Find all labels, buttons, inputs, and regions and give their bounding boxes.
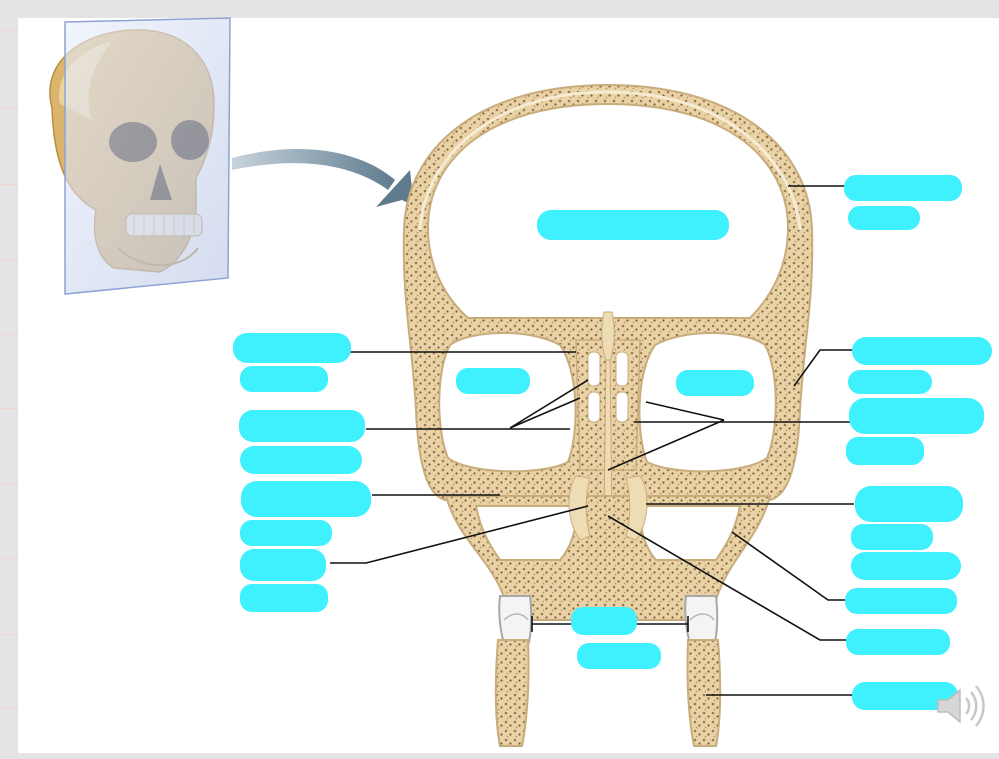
redaction-mark (241, 481, 371, 517)
redaction-mark (240, 549, 326, 581)
redaction-mark (676, 370, 754, 396)
leader-line (607, 515, 850, 641)
redaction-mark (571, 607, 637, 635)
redaction-mark (852, 682, 958, 710)
redaction-mark (848, 206, 920, 230)
redaction-mark (233, 333, 351, 363)
redaction-mark (848, 370, 932, 394)
redaction-mark (240, 446, 362, 474)
redaction-mark (851, 552, 961, 580)
right-orbit (638, 332, 777, 473)
right-mandible (686, 639, 722, 747)
maxilla-nasal-cavity (444, 475, 772, 621)
redaction-mark (855, 486, 963, 522)
redaction-mark (577, 643, 661, 669)
left-mandible (494, 639, 530, 747)
leader-line (731, 531, 852, 601)
ethmoid-region (575, 311, 641, 521)
redaction-mark (852, 337, 992, 365)
redaction-mark (240, 584, 328, 612)
redaction-mark (851, 524, 933, 550)
leader-line (793, 349, 854, 387)
redaction-mark (240, 520, 332, 546)
speaker-icon[interactable] (928, 676, 988, 736)
redaction-mark (240, 366, 328, 392)
redaction-mark (846, 437, 924, 465)
redaction-mark (537, 210, 729, 240)
left-orbit (438, 332, 577, 473)
redaction-mark (849, 398, 984, 434)
redaction-mark (239, 410, 365, 442)
leader-lines (330, 185, 858, 696)
leader-line (509, 379, 589, 429)
coronal-plane-panel (64, 17, 231, 295)
redaction-mark (456, 368, 530, 394)
curved-arrow-icon (232, 149, 414, 207)
leader-line (330, 505, 589, 564)
redaction-mark (846, 629, 950, 655)
redacted-labels (233, 175, 992, 710)
redaction-mark (844, 175, 962, 201)
leader-line (607, 401, 725, 471)
redaction-mark (845, 588, 957, 614)
